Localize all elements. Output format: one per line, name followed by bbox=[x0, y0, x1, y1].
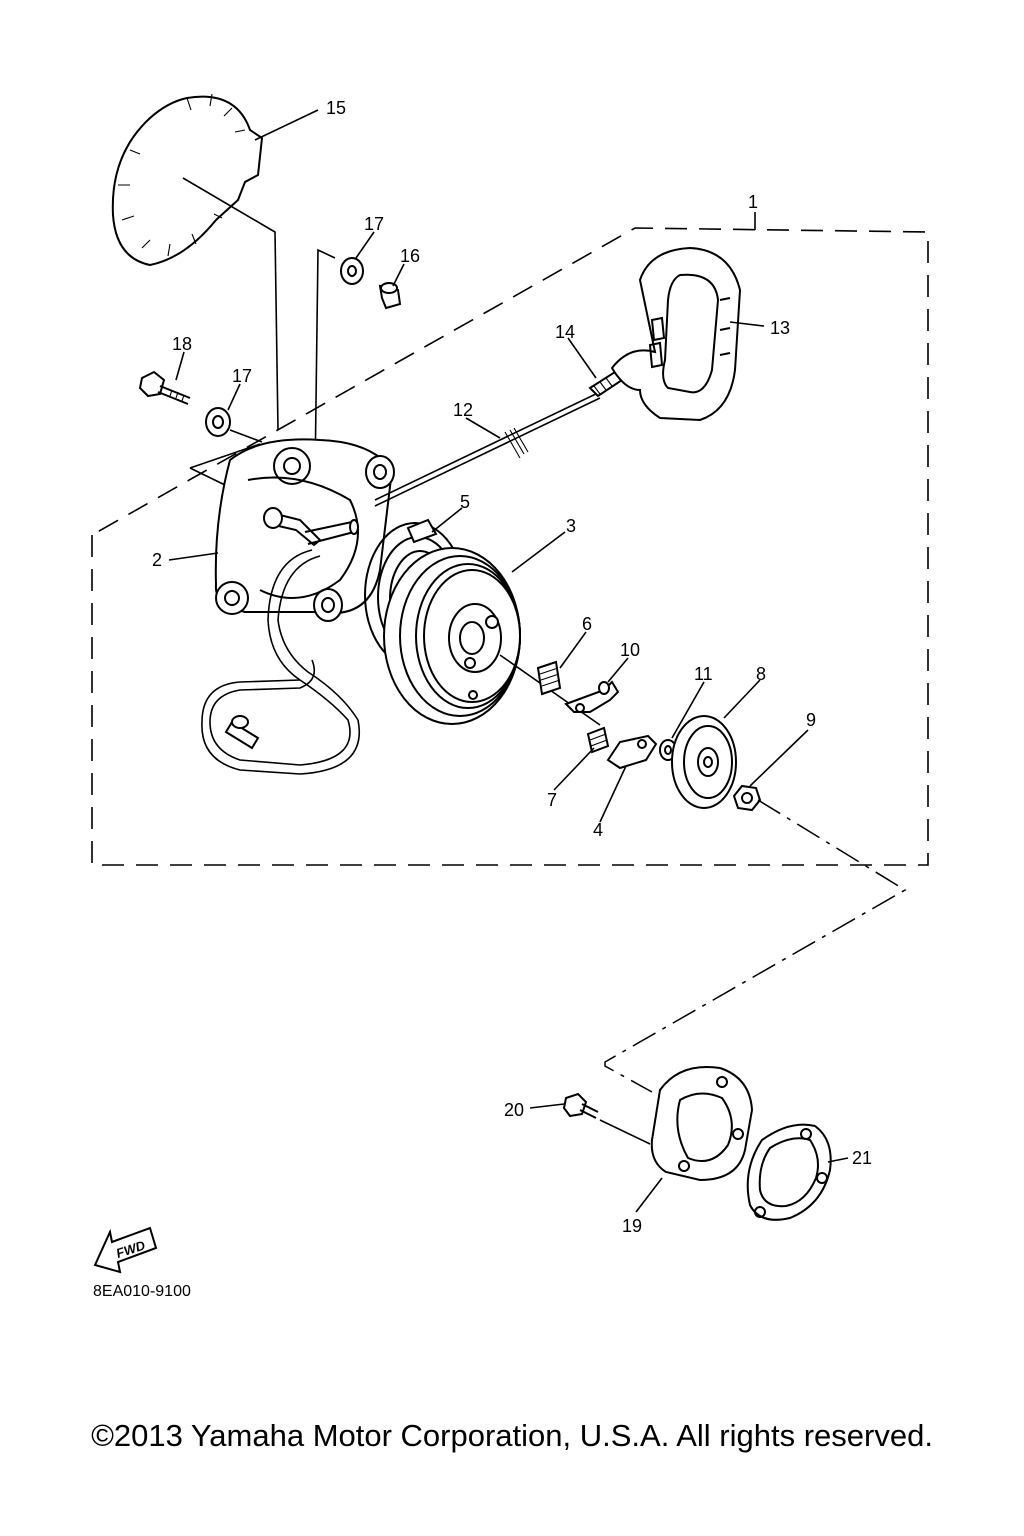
callout-2: 2 bbox=[152, 550, 162, 570]
callout-21: 21 bbox=[852, 1148, 872, 1168]
part-7-spring bbox=[586, 726, 610, 754]
callout-13: 13 bbox=[770, 318, 790, 338]
leader-20-19 bbox=[599, 1119, 651, 1145]
part-21-gasket bbox=[746, 1123, 832, 1221]
callout-5: 5 bbox=[460, 492, 470, 512]
part-2-starter-case bbox=[214, 438, 395, 622]
callout-4: 4 bbox=[593, 820, 603, 840]
callout-12: 12 bbox=[453, 400, 473, 420]
part-20-bolt bbox=[562, 1092, 599, 1119]
part-12-starter-rope bbox=[201, 391, 601, 775]
callout-leaders bbox=[168, 109, 849, 1213]
assembly-boundary bbox=[91, 227, 929, 866]
callout-14: 14 bbox=[555, 322, 575, 342]
callout-19: 19 bbox=[622, 1216, 642, 1236]
callout-10: 10 bbox=[620, 640, 640, 660]
part-8-drive-plate bbox=[671, 715, 737, 809]
callout-16: 16 bbox=[400, 246, 420, 266]
reference-line bbox=[604, 799, 907, 1093]
callout-8: 8 bbox=[756, 664, 766, 684]
callout-15: 15 bbox=[326, 98, 346, 118]
callout-20: 20 bbox=[504, 1100, 524, 1120]
callout-1: 1 bbox=[748, 192, 758, 212]
part-9-nut bbox=[732, 784, 762, 812]
callout-7: 7 bbox=[547, 790, 557, 810]
callout-11: 11 bbox=[694, 664, 713, 684]
fwd-arrow-icon: FWD bbox=[93, 1226, 158, 1274]
callout-3: 3 bbox=[566, 516, 576, 536]
diagram-code: 8EA010-9100 bbox=[93, 1283, 191, 1300]
callout-17-upper: 17 bbox=[364, 214, 384, 234]
part-4-pawl bbox=[606, 734, 658, 770]
part-3-reel bbox=[383, 547, 521, 725]
callout-6: 6 bbox=[582, 614, 592, 634]
part-6-spring bbox=[536, 660, 562, 696]
callout-18: 18 bbox=[172, 334, 192, 354]
part-18-bolt bbox=[138, 370, 191, 405]
callout-17-lower: 17 bbox=[232, 366, 252, 386]
leader-17-lower bbox=[189, 429, 263, 486]
part-17-spacer-lower bbox=[205, 407, 231, 437]
copyright-notice: ©2013 Yamaha Motor Corporation, U.S.A. A… bbox=[91, 1418, 933, 1453]
part-10-pawl bbox=[564, 680, 620, 713]
part-15-decal bbox=[111, 93, 279, 431]
part-16-collar bbox=[378, 282, 402, 310]
part-13-starter-handle bbox=[610, 246, 742, 422]
part-19-case-cover bbox=[650, 1066, 754, 1182]
leader-16-17 bbox=[314, 248, 336, 479]
part-17-spacer-upper bbox=[340, 257, 364, 285]
callout-9: 9 bbox=[806, 710, 816, 730]
